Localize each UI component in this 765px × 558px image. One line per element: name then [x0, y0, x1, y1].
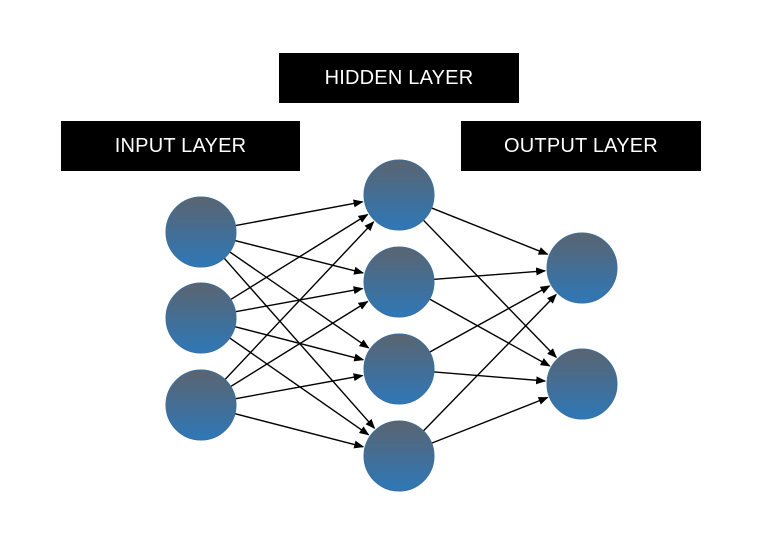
connection-input-2-to-hidden-1	[225, 213, 369, 304]
connection-input-1-to-hidden-2	[228, 238, 365, 275]
connection-hidden-3-to-output-1	[424, 285, 551, 356]
connection-hidden-1-to-output-2	[418, 215, 557, 359]
connection-input-2-to-hidden-3	[228, 324, 365, 362]
connection-input-3-to-hidden-4	[228, 411, 365, 449]
connection-input-3-to-hidden-1	[220, 221, 375, 385]
output-neuron-1	[546, 232, 618, 304]
connection-input-1-to-hidden-4	[219, 253, 376, 430]
output-layer-label: OUTPUT LAYER	[461, 121, 701, 171]
connection-hidden-4-to-output-1	[418, 293, 557, 436]
input-neuron-1	[165, 196, 237, 268]
connection-input-3-to-hidden-3	[229, 373, 364, 401]
connection-hidden-3-to-output-2	[427, 370, 547, 385]
input-neuron-2	[165, 282, 237, 354]
connections-group	[219, 199, 557, 449]
hidden-neuron-3	[363, 333, 435, 405]
connection-hidden-4-to-output-2	[425, 396, 549, 447]
connection-hidden-2-to-output-2	[423, 295, 551, 367]
input-layer-label: INPUT LAYER	[61, 121, 300, 171]
connection-input-2-to-hidden-4	[224, 334, 370, 436]
hidden-neuron-4	[363, 420, 435, 492]
connection-hidden-2-to-output-1	[427, 267, 547, 281]
input-neuron-3	[165, 369, 237, 441]
neurons-group	[165, 159, 618, 492]
connection-hidden-1-to-output-1	[425, 205, 549, 255]
connection-input-1-to-hidden-3	[224, 247, 370, 349]
hidden-neuron-2	[363, 246, 435, 318]
connection-input-3-to-hidden-2	[225, 300, 369, 391]
output-neuron-2	[546, 348, 618, 420]
connection-input-2-to-hidden-2	[229, 286, 364, 314]
connection-input-1-to-hidden-1	[229, 199, 364, 228]
hidden-neuron-1	[363, 159, 435, 231]
hidden-layer-label: HIDDEN LAYER	[279, 53, 519, 103]
